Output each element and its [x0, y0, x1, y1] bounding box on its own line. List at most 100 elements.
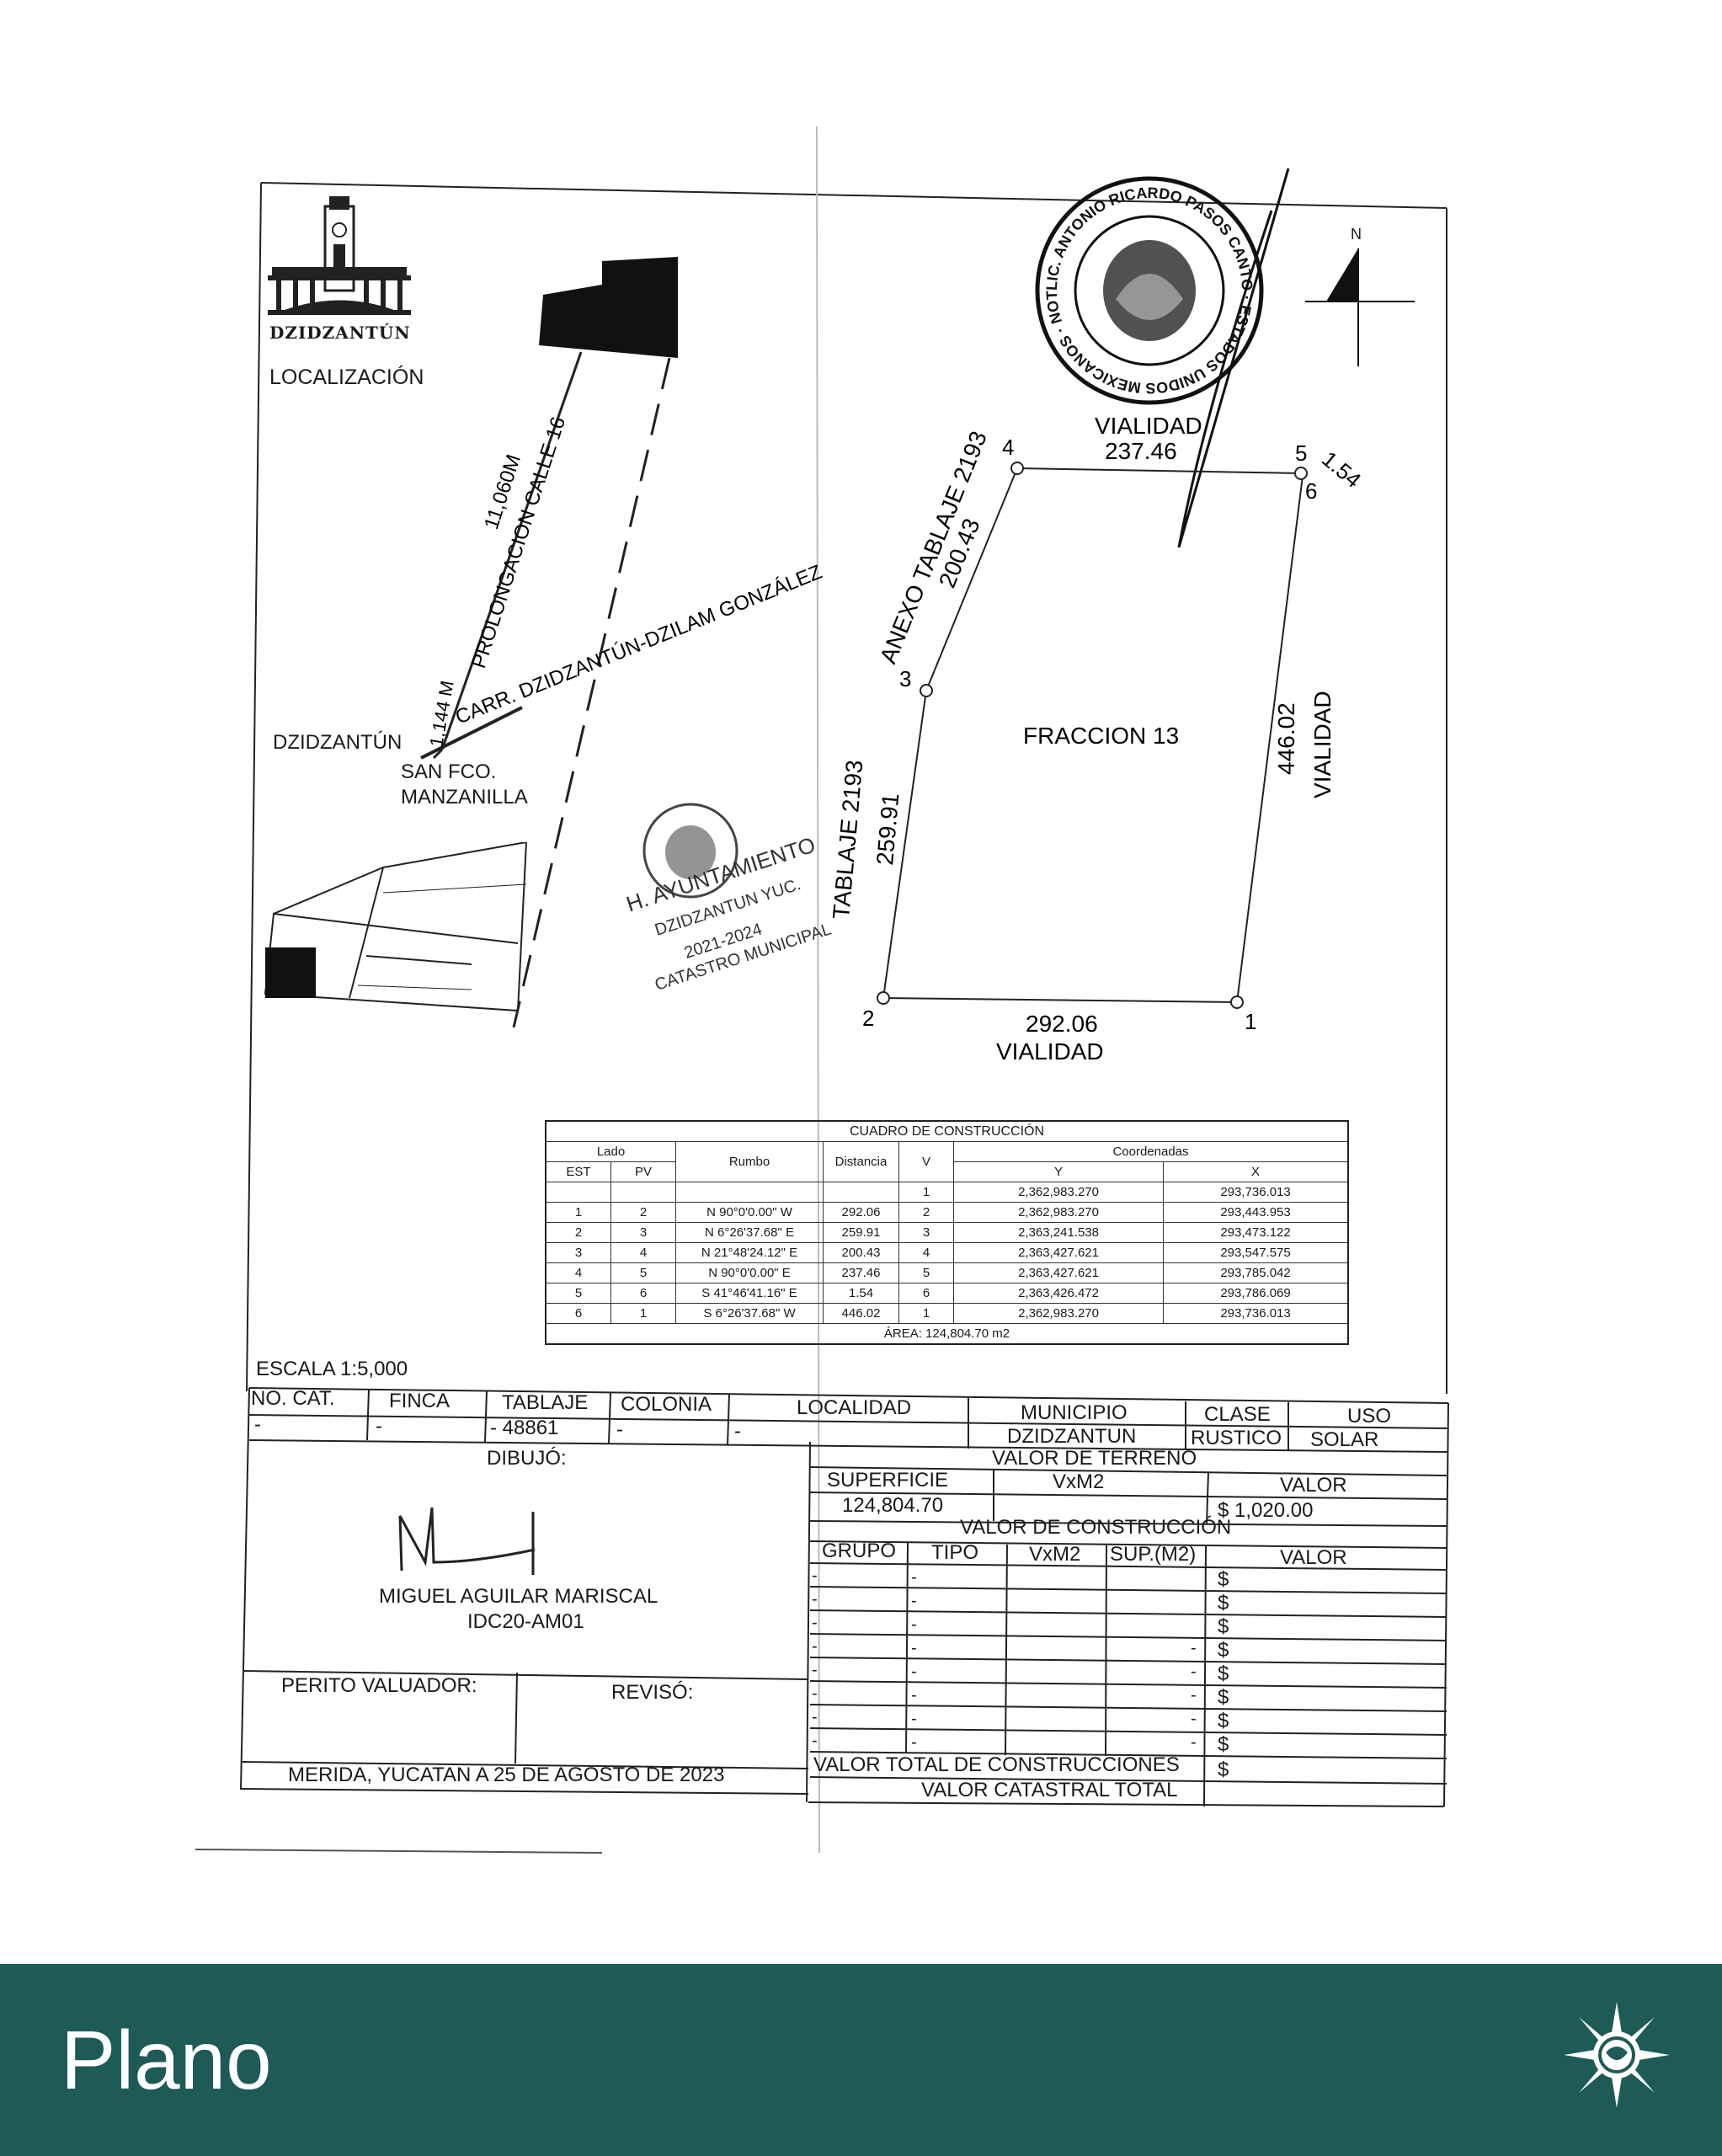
construccion-dash: - [911, 1639, 917, 1657]
cadastral-value: - [376, 1415, 382, 1438]
vertex-marker [1230, 995, 1244, 1009]
municipal-stamp: H. AYUNTAMIENTO DZIDZANTUN YUC. 2021-202… [606, 800, 842, 1019]
construccion-dash: - [812, 1684, 818, 1703]
cadastral-header: CLASE [1204, 1403, 1271, 1426]
right-side-label: VIALIDAD [1309, 691, 1335, 798]
road-line-carretera [420, 706, 523, 760]
table-header: Lado [545, 1141, 676, 1162]
municipality-logo: DZIDZANTÚN [268, 189, 411, 358]
valuation-header: VxM2 [1029, 1543, 1081, 1566]
table-header: PV [610, 1161, 676, 1182]
cadastral-value: - [616, 1418, 623, 1441]
construccion-dash: - [812, 1566, 818, 1585]
north-label: N [1351, 226, 1362, 243]
vertex-marker [1294, 467, 1308, 480]
construccion-dash: - [911, 1568, 917, 1587]
construccion-dash: - [812, 1614, 818, 1632]
location-map [420, 257, 678, 1027]
table-row: 1 2,362,983.270 293,736.013 [545, 1182, 1349, 1203]
vertex-label: 3 [899, 666, 911, 691]
valuation-header: SUPERFICIE [827, 1469, 949, 1492]
road-line-calle-16 [440, 351, 583, 750]
plot-name: FRACCION 13 [1023, 723, 1179, 749]
town-2-label-line1: SAN FCO. [401, 760, 497, 783]
valuation-header: GRUPO [822, 1540, 897, 1562]
cadastral-header: TABLAJE [502, 1391, 589, 1414]
valuation-header: VALOR [1280, 1474, 1347, 1497]
construccion-dash: - [1191, 1733, 1197, 1752]
top-side-label: VIALIDAD [1095, 413, 1202, 439]
currency-sign: $ [1218, 1639, 1229, 1662]
drafter-signature [398, 1507, 536, 1575]
vertex-label: 2 [862, 1006, 874, 1031]
terreno-valor: $ 1,020.00 [1218, 1499, 1314, 1522]
currency-sign: $ [1218, 1733, 1229, 1756]
cadastral-value: - 48861 [490, 1417, 559, 1439]
scale-label: ESCALA 1:5,000 [256, 1358, 408, 1380]
drafter-id: IDC20-AM01 [467, 1610, 584, 1633]
currency-sign: $ [1218, 1662, 1229, 1685]
valuation-header: TIPO [931, 1541, 979, 1564]
localizacion-label: LOCALIZACIÓN [269, 366, 424, 389]
currency-sign: $ [1218, 1568, 1229, 1591]
cadastral-value: RUSTICO [1191, 1427, 1282, 1449]
destination-parcel [539, 257, 678, 358]
cadastral-value: DZIDZANTUN [1007, 1425, 1137, 1448]
dibujo-label: DIBUJÓ: [487, 1447, 567, 1470]
table-header: Y [952, 1161, 1165, 1182]
top-side-distance: 237.46 [1105, 438, 1177, 464]
notary-signature [1177, 168, 1290, 548]
right-side-distance: 446.02 [1273, 702, 1299, 775]
cadastral-header: NO. CAT. [251, 1387, 335, 1410]
construccion-dash: - [1191, 1686, 1197, 1705]
town-block-sketch [264, 842, 528, 1012]
currency-sign: $ [1218, 1710, 1229, 1732]
construccion-dash: - [812, 1732, 818, 1750]
cadastral-header: USO [1347, 1405, 1392, 1428]
notary-seal: LIC. ANTONIO RICARDO PASOS CANTO · ESTAD… [1026, 159, 1267, 408]
footer-banner [0, 1964, 1722, 2156]
valuation-form-grid [240, 1387, 1449, 1807]
left-side-distance: 259.91 [872, 792, 904, 867]
vertex-label: 1 [1245, 1009, 1256, 1034]
sun-emblem-icon [1564, 2002, 1670, 2108]
town-2-label-line2: MANZANILLA [401, 786, 528, 808]
construccion-dash: - [812, 1590, 818, 1609]
construccion-dash: - [911, 1710, 917, 1728]
valuation-header: VALOR [1280, 1546, 1347, 1569]
cadastral-header: COLONIA [621, 1393, 712, 1416]
bottom-side-distance: 292.06 [1026, 1011, 1098, 1037]
construction-table: CUADRO DE CONSTRUCCIÓN Lado Rumbo Distan… [545, 1120, 1349, 1345]
place-date: MERIDA, YUCATAN A 25 DE AGOSTO DE 2023 [288, 1764, 725, 1786]
vertex-label: 6 [1305, 478, 1317, 504]
construccion-title: VALOR DE CONSTRUCCIÓN [960, 1516, 1232, 1539]
construccion-dash: - [812, 1637, 818, 1656]
vertex-label: 5 [1295, 440, 1307, 466]
vertex-label: 4 [1002, 435, 1014, 460]
table-header: EST [545, 1161, 611, 1182]
construccion-dash: - [911, 1662, 917, 1681]
construccion-dash: - [1191, 1710, 1197, 1728]
drafter-name: MIGUEL AGUILAR MARISCAL [379, 1585, 658, 1608]
bottom-side-label: VIALIDAD [996, 1038, 1104, 1065]
sheet-frame [195, 125, 1447, 1854]
terreno-title: VALOR DE TERRENO [992, 1447, 1197, 1470]
currency-sign: $ [1218, 1592, 1229, 1614]
construccion-dash: - [911, 1686, 917, 1705]
catastral-total-label: VALOR CATASTRAL TOTAL [921, 1779, 1178, 1801]
municipality-logo-text: DZIDZANTÚN [269, 323, 411, 343]
cadastral-header: LOCALIDAD [797, 1396, 912, 1419]
total-construcciones-label: VALOR TOTAL DE CONSTRUCCIONES [813, 1753, 1180, 1776]
town-1-label: DZIDZANTÚN [273, 731, 403, 754]
cadastral-value: - [734, 1420, 741, 1443]
construccion-dash: - [812, 1708, 818, 1726]
construccion-dash: - [1191, 1639, 1197, 1657]
cadastral-value: SOLAR [1310, 1428, 1379, 1451]
plot-drawing: 1 2 3 4 5 6 FRACCION 13 VIALIDAD 237.46 … [828, 413, 1366, 1065]
cadastral-value: - [254, 1413, 261, 1436]
